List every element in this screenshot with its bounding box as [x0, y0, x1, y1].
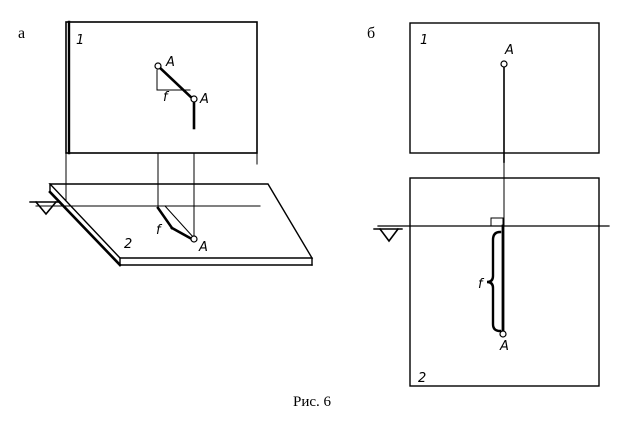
panel-a-label: а: [18, 25, 25, 42]
panel-b: б 1 2 A A f: [367, 22, 610, 387]
panel-b-plane-1-label: 1: [420, 33, 428, 48]
panel-a-plane-1-label: 1: [76, 33, 84, 48]
panel-a-distance-label-lower: f: [156, 223, 163, 238]
panel-a-point-label-1: A: [165, 55, 175, 70]
panel-a-connectors: [157, 152, 195, 237]
panel-a-point-label-3: A: [198, 240, 208, 255]
panel-a-point-projection-upper: [154, 62, 198, 130]
panel-b-plane-2-label: 2: [418, 371, 426, 386]
panel-a-point-label-2: A: [199, 92, 209, 107]
panel-a-plane-1: [65, 20, 258, 165]
panel-a-distance-label-upper: f: [163, 90, 170, 105]
panel-b-label: б: [367, 25, 375, 42]
panel-b-trace-line: [373, 217, 610, 243]
figure-caption: Рис. 6: [292, 394, 332, 410]
panel-b-projection-line: [499, 60, 508, 338]
panel-b-point-label-2: A: [499, 339, 509, 354]
panel-b-distance-bracket: [486, 230, 502, 333]
panel-a: а 1 A A f: [18, 20, 314, 267]
panel-a-plane-2-label: 2: [124, 237, 132, 252]
panel-a-plane-2: [29, 163, 314, 267]
panel-a-point-projection-lower: [156, 205, 198, 243]
panel-b-point-label-1: A: [504, 43, 514, 58]
panel-b-distance-label: f: [478, 277, 485, 292]
